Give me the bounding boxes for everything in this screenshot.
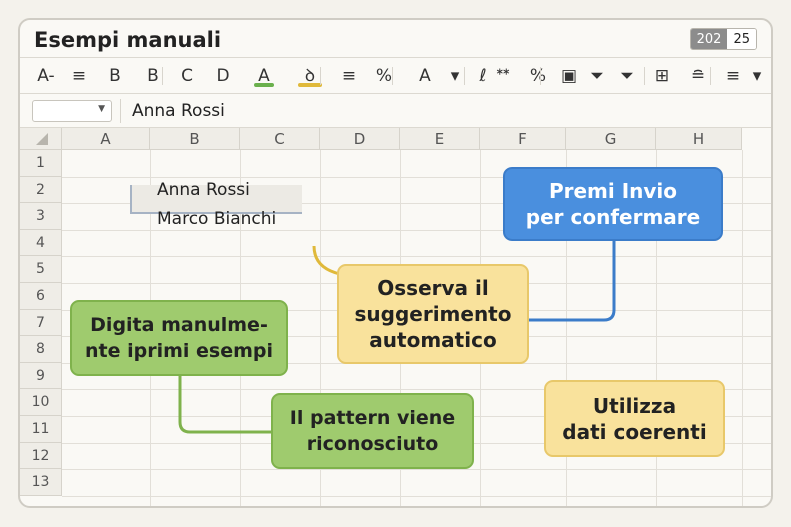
callout-premi-invio-text: Premi Invio per confermare [525,179,701,229]
callout-pattern-text: Il pattern viene riconosciuto [289,407,456,455]
row-header-11[interactable]: 11 [20,416,62,443]
percent-icon[interactable]: % [375,66,393,86]
borders-icon[interactable]: ⊞ [654,66,670,86]
row-header-6[interactable]: 6 [20,283,62,310]
formula-bar: ▼ Anna Rossi [20,94,771,128]
grid-row-line [62,229,771,231]
callout-pattern: Il pattern viene riconosciuto [271,393,474,469]
row-header-13[interactable]: 13 [20,469,62,496]
row-header-12[interactable]: 12 [20,442,62,470]
callout-utilizza-text: Utilizza dati coerenti [562,393,707,444]
callout-premi-invio: Premi Invio per confermare [503,167,723,241]
dropdown-icon[interactable]: ▾ [450,66,460,86]
toolbar-separator [464,67,465,85]
grid-column-line [566,150,567,506]
year-left: 202 [690,29,728,49]
column-header-a[interactable]: A [62,128,150,150]
bold-icon[interactable]: B [147,66,159,86]
row-header-9[interactable]: 9 [20,362,62,390]
fill-color-icon[interactable]: ꝺ [296,64,324,88]
text-format-icon[interactable]: A [419,66,431,86]
column-header-c[interactable]: C [240,128,320,150]
filter-icon[interactable]: ⏷ [590,66,604,86]
grid-column-line [320,150,321,506]
row-header-3[interactable]: 3 [20,203,62,230]
font-color-icon[interactable]: A [252,64,276,88]
callout-digita-text: Digita manulme- nte iprimi esempi [84,314,274,362]
column-header-g[interactable]: G [566,128,656,150]
filter-clear-icon[interactable]: ⏷ [620,66,634,86]
row-header-7[interactable]: 7 [20,309,62,337]
grid-column-line [742,150,743,506]
grid-row-line [62,469,771,471]
row-header-8[interactable]: 8 [20,336,62,363]
sort-icon[interactable]: ᕯ [495,66,511,86]
name-box[interactable]: ▼ [32,100,112,122]
column-header-h[interactable]: H [656,128,742,150]
window-title: Esempi manuali [34,28,222,52]
grid-row-line [62,203,771,205]
italic-icon[interactable]: C [181,66,193,86]
more-dropdown-icon[interactable]: ▾ [752,66,762,86]
callout-digita: Digita manulme- nte iprimi esempi [70,300,288,376]
grid-column-line [656,150,657,506]
callout-utilizza: Utilizza dati coerenti [544,380,725,457]
select-all-icon[interactable] [36,133,48,145]
color-swatch-bar [254,83,274,87]
column-header-d[interactable]: D [320,128,400,150]
callout-osserva: Osserva il suggerimento automatico [337,264,529,364]
grid-row-line [62,495,771,497]
percent-format-icon[interactable]: % [529,66,547,86]
align-icon[interactable]: ≡ [71,66,87,86]
callout-osserva-text: Osserva il suggerimento automatico [354,276,512,352]
formula-separator [120,99,121,123]
chevron-down-icon[interactable]: ▼ [98,104,105,114]
toolbar-separator [320,67,321,85]
row-header-1[interactable]: 1 [20,150,62,177]
toolbar-separator [540,67,541,85]
text-rotate-icon[interactable]: ℓ [479,66,487,86]
image-icon[interactable]: ≘ [690,66,706,86]
toolbar-separator [644,67,645,85]
grid-row-line [62,176,771,178]
column-header-b[interactable]: B [150,128,240,150]
grid-row-line [62,256,771,258]
align-center-icon[interactable]: ≡ [341,66,357,86]
bold-icon[interactable]: B [109,66,121,86]
font-size-icon[interactable]: A- [37,66,55,86]
color-swatch-bar [298,83,322,87]
toolbar-separator [392,67,393,85]
row-header-2[interactable]: 2 [20,176,62,204]
table-icon[interactable]: ▣ [560,66,578,86]
cell-b2[interactable]: Anna Rossi [157,180,250,200]
title-bar: Esempi manuali 202 25 [20,20,771,58]
year-right: 25 [727,29,756,49]
cell-b3[interactable]: Marco Bianchi [157,209,277,229]
row-header-5[interactable]: 5 [20,256,62,283]
column-header-e[interactable]: E [400,128,480,150]
menu-icon[interactable]: ≡ [725,66,741,86]
year-badge: 202 25 [689,28,757,50]
row-header-4[interactable]: 4 [20,229,62,257]
formula-input[interactable]: Anna Rossi [132,101,225,121]
selected-cell-b3[interactable] [130,185,302,214]
toolbar-separator [710,67,711,85]
toolbar-separator [162,67,163,85]
row-header-10[interactable]: 10 [20,389,62,416]
select-all-corner[interactable] [20,128,62,150]
grid-row-line [62,389,771,391]
underline-icon[interactable]: D [216,66,230,86]
column-header-f[interactable]: F [480,128,566,150]
